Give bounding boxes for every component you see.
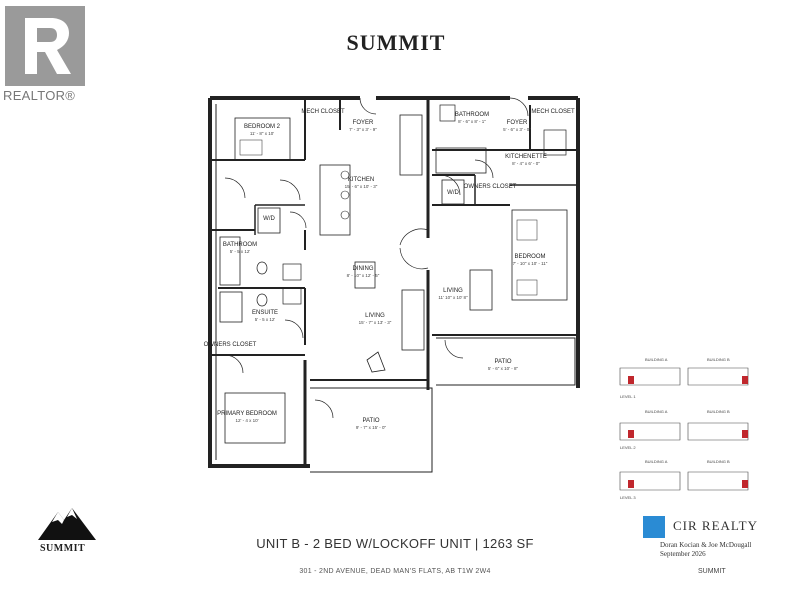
kp-level-3-label: LEVEL 3	[620, 495, 636, 500]
room-label-bedroom2: BEDROOM 2	[244, 124, 281, 130]
room-label-foyer2: FOYER	[507, 120, 528, 126]
room-label-foyer1: FOYER	[353, 120, 374, 126]
room-dim-living2: 11' 10" x 10' 8"	[438, 295, 468, 300]
realtor-r-icon	[5, 6, 85, 86]
room-dim-foyer2: 5' - 6" x 3' - 0"	[503, 127, 531, 132]
kp-level-2-label: LEVEL 2	[620, 445, 636, 450]
room-dim-patio1: 9' - 7" x 15' - 0"	[356, 425, 387, 430]
address: 301 - 2ND AVENUE, DEAD MAN'S FLATS, AB T…	[299, 568, 491, 575]
room-label-wd2: W/D	[447, 190, 459, 196]
summit-small: SUMMIT	[698, 568, 726, 575]
room-label-wd1: W/D	[263, 216, 275, 222]
kp-building-b-1: BUILDING B	[707, 357, 730, 362]
room-label-bath2: BATHROOM	[455, 112, 489, 118]
date: September 2026	[660, 550, 706, 558]
room-label-bedroom: BEDROOM	[514, 254, 545, 260]
room-label-owners1: OWNERS CLOSET	[204, 342, 257, 348]
room-dim-ensuite: 5' - 5 x 12'	[255, 317, 276, 322]
room-label-patio1: PATIO	[362, 418, 379, 424]
room-dim-patio2: 5' - 6" x 10' - 8"	[488, 366, 519, 371]
room-dim-kitchen: 15' - 6" x 10' - 3"	[345, 184, 378, 189]
kp-building-a-3: BUILDING A	[645, 459, 668, 464]
realtor-logo	[5, 6, 85, 86]
room-label-dining: DINING	[353, 266, 374, 272]
mountain-icon	[38, 508, 96, 540]
room-label-mech1: MECH CLOSET	[301, 109, 345, 115]
room-label-ensuite: ENSUITE	[252, 310, 278, 316]
kp-building-a-2: BUILDING A	[645, 409, 668, 414]
realtor-wordmark: REALTOR®	[3, 88, 76, 103]
kp-building-b-2: BUILDING B	[707, 409, 730, 414]
room-dim-bath1: 5' - 5 x 12'	[230, 249, 251, 254]
kp-building-a-1: BUILDING A	[645, 357, 668, 362]
cir-realty-logo	[643, 516, 665, 538]
room-label-kitchen: KITCHEN	[348, 177, 374, 183]
room-dim-foyer1: 7' - 3" x 3' - 9"	[349, 127, 377, 132]
cir-realty-wordmark: CIR REALTY	[673, 518, 758, 533]
room-dim-bath2: 8' - 6" x 8' - 1"	[458, 119, 486, 124]
room-label-primary: PRIMARY BEDROOM	[217, 411, 277, 417]
key-plan	[619, 367, 749, 491]
room-label-bath1: BATHROOM	[223, 242, 257, 248]
room-dim-dining: 8' - 10" x 12' - 5"	[347, 273, 380, 278]
room-dim-primary: 12' - 4 x 10'	[236, 418, 259, 423]
room-label-living2: LIVING	[443, 288, 463, 294]
plan-title: SUMMIT	[346, 30, 446, 55]
kp-level-1-label: LEVEL 1	[620, 394, 636, 399]
room-label-living1: LIVING	[365, 313, 385, 319]
agents: Doran Kocian & Joe McDougall	[660, 541, 752, 549]
room-label-patio2: PATIO	[494, 359, 511, 365]
room-label-mech2: MECH CLOSET	[531, 109, 575, 115]
room-dim-bedroom2: 11' - 8" x 10'	[250, 131, 274, 136]
room-dim-kitchenette: 8' - 4" x 6' - 0"	[512, 161, 540, 166]
summit-brand: SUMMIT	[40, 543, 86, 554]
room-dim-living1: 15' - 7" x 13' - 3"	[359, 320, 392, 325]
unit-title: UNIT B - 2 BED W/LOCKOFF UNIT | 1263 SF	[256, 536, 534, 551]
room-dim-bedroom: 7' - 10" x 10' - 11"	[513, 261, 548, 266]
room-label-kitchenette: KITCHENETTE	[505, 154, 547, 160]
room-label-owners2: OWNERS CLOSET	[464, 184, 517, 190]
kp-building-b-3: BUILDING B	[707, 459, 730, 464]
